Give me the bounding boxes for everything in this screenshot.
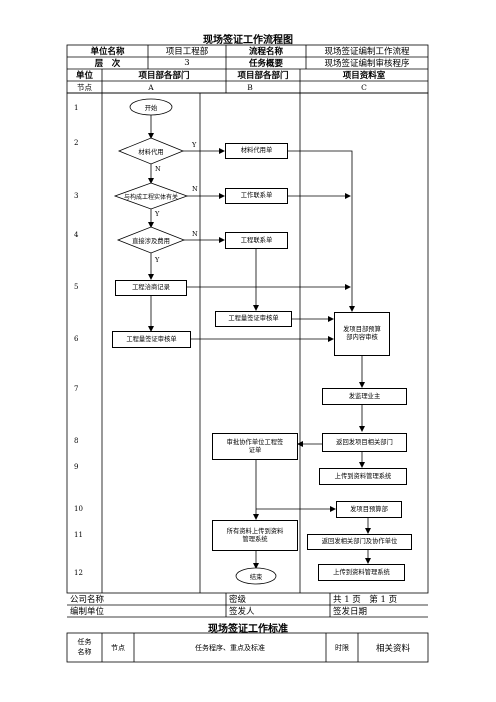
- row-number: 6: [74, 335, 79, 343]
- edge-label-yes: Y: [192, 141, 197, 149]
- process-budget-review-box: 发项目部预算部内容审核: [334, 312, 390, 356]
- process-upload1-box: 上传到资料管理系统: [319, 468, 407, 485]
- edge-label-yes: Y: [155, 256, 160, 264]
- compiling-unit-label: 编制单位: [70, 607, 105, 617]
- unit-name-label: 单位名称: [90, 47, 125, 57]
- column-c-header: 项目资料室: [342, 71, 386, 81]
- standard-time-limit-header: 时限: [335, 643, 349, 652]
- process-return-box: 返回发项目相关部门: [322, 433, 407, 452]
- process-sheet-b-box: 工程量签证审核单: [215, 311, 292, 327]
- column-a-header: 项目部各部门: [138, 71, 190, 81]
- column-c-letter: C: [361, 82, 367, 92]
- column-a-letter: A: [148, 82, 154, 92]
- secret-level-label: 密级: [229, 595, 247, 605]
- process-material-sheet-box: 材料代用单: [225, 143, 288, 159]
- row-number: 10: [74, 505, 83, 513]
- decision-material-label: 材料代用: [138, 148, 164, 156]
- process-record-box: 工程洽商记录: [115, 280, 187, 296]
- row-number: 1: [74, 104, 79, 112]
- decision-material-substitution: [117, 137, 185, 165]
- process-name-label: 流程名称: [248, 47, 283, 57]
- standard-task-name-header: 任务名称: [77, 637, 92, 656]
- edge-label-no: N: [192, 185, 198, 193]
- column-b-header: 项目部各部门: [237, 71, 289, 81]
- process-sheet-a-box: 工程量签证审核单: [112, 331, 191, 348]
- row-number: 7: [74, 385, 79, 393]
- edge-label-yes: Y: [155, 210, 160, 218]
- end-label: 结束: [249, 573, 263, 581]
- process-contact2-box: 工程联系单: [225, 232, 288, 249]
- company-label: 公司名称: [70, 595, 105, 605]
- process-name-value: 现场签证编制工作流程: [324, 47, 410, 57]
- level-label: 层 次: [94, 59, 121, 69]
- issue-date-label: 签发日期: [333, 607, 368, 617]
- row-number: 4: [74, 231, 79, 239]
- edge-label-no: N: [155, 165, 161, 173]
- process-return2-box: 返回发相关部门及协作单位: [307, 534, 412, 550]
- row-number: 2: [74, 139, 79, 147]
- unit-column-label: 单位: [75, 71, 93, 81]
- standard-procedure-header: 任务程序、重点及标准: [195, 643, 265, 652]
- start-terminator: [129, 98, 173, 116]
- row-number: 8: [74, 437, 79, 445]
- decision-cost-label: 直接涉及费用: [132, 237, 170, 245]
- level-value: 3: [184, 58, 190, 68]
- process-upload2-box: 上传到资料管理系统: [318, 564, 405, 581]
- process-supervisor-box: 发监理业主: [322, 388, 407, 405]
- row-number: 5: [74, 283, 79, 291]
- process-contact1-box: 工作联系单: [225, 188, 288, 204]
- task-summary-label: 任务概要: [248, 59, 283, 69]
- process-budget2-box: 发项目预算部: [336, 501, 402, 518]
- decision-involves-cost: [116, 226, 186, 254]
- page-title: 现场签证工作流程图: [203, 35, 293, 46]
- node-column-label: 节点: [77, 82, 92, 92]
- standard-title: 现场签证工作标准: [208, 624, 288, 635]
- task-summary-value: 现场签证编制审核程序: [324, 59, 410, 69]
- process-approve-box: 审批协作单位工程签证单: [212, 433, 298, 460]
- row-number: 9: [74, 463, 79, 471]
- standard-node-header: 节点: [111, 643, 125, 652]
- start-label: 开始: [144, 104, 158, 112]
- decision-related-to-entity: [113, 182, 189, 210]
- edge-label-no: N: [192, 230, 198, 238]
- row-number: 11: [74, 531, 83, 539]
- page-count: 共 1 页 第 1 页: [333, 595, 398, 605]
- row-number: 3: [74, 192, 79, 200]
- end-terminator: [235, 567, 277, 585]
- issuer-label: 签发人: [229, 607, 255, 617]
- standard-related-docs-header: 相关资料: [375, 643, 410, 654]
- process-upload-all-box: 所有资料上传到资料管理系统: [212, 520, 298, 551]
- column-b-letter: B: [247, 82, 253, 92]
- unit-name-value: 项目工程部: [165, 47, 209, 57]
- row-number: 12: [74, 569, 83, 577]
- decision-entity-label: 与构成工程实体有关: [123, 193, 178, 201]
